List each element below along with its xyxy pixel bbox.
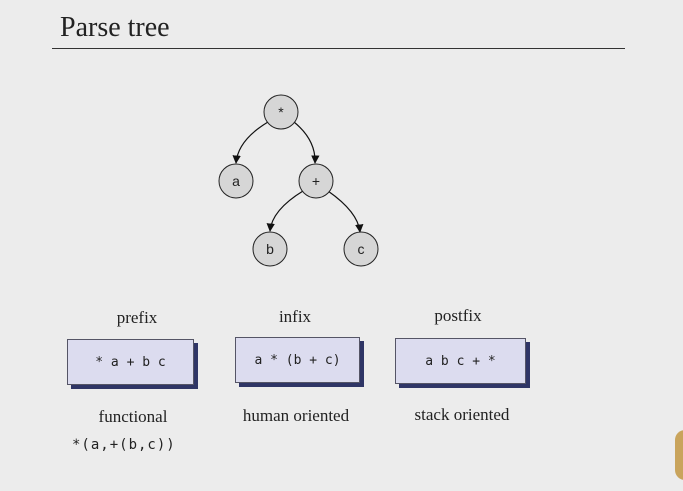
tree-node-c: c [343, 231, 379, 267]
postfix-label: postfix [434, 306, 482, 325]
parse-tree-diagram: * a + b c [218, 94, 379, 267]
prefix-label: prefix [116, 308, 158, 327]
edge-root-plus [293, 121, 320, 164]
edge-plus-b [266, 190, 304, 232]
infix-expression-box: a * (b + c) [235, 337, 360, 383]
infix-caption: human oriented [242, 406, 350, 425]
node-label-root: * [278, 104, 284, 120]
slide-title: Parse tree [60, 12, 170, 43]
functional-form-expression: *(a,+(b,c)) [72, 437, 176, 453]
title-underline [52, 48, 625, 49]
postfix-caption: stack oriented [414, 405, 510, 424]
node-label-plus: + [312, 173, 320, 189]
node-label-b: b [266, 241, 274, 257]
infix-label: infix [278, 307, 312, 326]
postfix-expression-box: a b c + * [395, 338, 526, 384]
tree-node-root: * [263, 94, 299, 130]
tree-node-a: a [218, 163, 254, 199]
tree-node-plus: + [298, 163, 334, 199]
edge-plus-c [327, 190, 364, 233]
tree-node-b: b [252, 231, 288, 267]
edge-root-a [232, 121, 269, 164]
prefix-expression-box: * a + b c [67, 339, 194, 385]
node-label-c: c [358, 241, 365, 257]
prefix-caption: functional [98, 407, 168, 426]
node-label-a: a [232, 173, 240, 189]
corner-decoration [675, 430, 683, 480]
